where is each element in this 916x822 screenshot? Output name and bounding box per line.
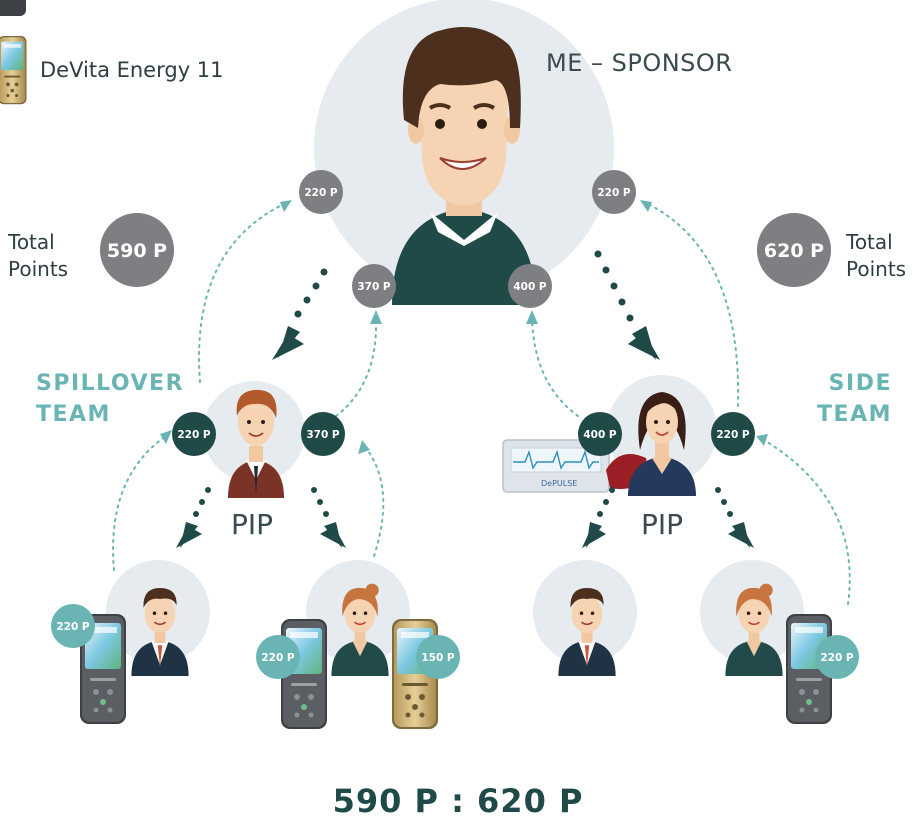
upline-arrowheads: [160, 200, 768, 454]
right-total-label-line2: Points: [846, 257, 907, 281]
badge-label: 150 P: [421, 652, 455, 664]
badge-label: 400 P: [513, 281, 547, 293]
badge-label: 220 P: [56, 621, 90, 633]
badge-label: 220 P: [261, 652, 295, 664]
badge-label: 220 P: [716, 429, 750, 441]
connector-leaf-2: [365, 447, 385, 557]
sponsor-label: ME – SPONSOR: [546, 49, 733, 77]
side-team-line1: SIDE: [828, 371, 892, 396]
legend-device-top: [0, 0, 26, 16]
connector-spillover-left: [198, 203, 285, 383]
connector-side-left: [531, 317, 579, 417]
badge-label: 220 P: [820, 652, 854, 664]
spillover-team-line2: TEAM: [36, 402, 111, 427]
connector-leaf-4: [763, 439, 851, 605]
badge-leaf-2b: 150 P: [416, 635, 460, 679]
pip-right-avatar: [628, 392, 696, 496]
badge-pip-right-a: 400 P: [578, 412, 622, 456]
pip-left-label: PIP: [231, 508, 274, 541]
left-total-label-line2: Points: [8, 257, 69, 281]
badge-sponsor-left-top: 220 P: [299, 170, 343, 214]
badge-pip-left-a: 220 P: [172, 412, 216, 456]
legend-label: DeVita Energy 11: [40, 58, 224, 82]
badge-sponsor-right-top: 220 P: [592, 170, 636, 214]
badge-pip-right-b: 220 P: [711, 412, 755, 456]
points-ratio: 590 P : 620 P: [332, 782, 584, 820]
badge-leaf-2a: 220 P: [256, 635, 300, 679]
badge-label: 400 P: [583, 429, 617, 441]
badge-label: 370 P: [306, 429, 340, 441]
right-total-label: Total Points: [846, 229, 906, 283]
connector-side-right: [647, 203, 740, 407]
badge-pip-left-b: 370 P: [301, 412, 345, 456]
badge-leaf-1: 220 P: [51, 604, 95, 648]
connector-spillover-right: [335, 317, 378, 417]
pip-left-avatar: [228, 389, 284, 498]
right-total-value: 620 P: [764, 240, 824, 262]
right-total-badge: 620 P: [757, 213, 831, 287]
badge-sponsor-left-bottom: 370 P: [352, 264, 396, 308]
badge-label: 370 P: [357, 281, 391, 293]
spillover-team-label: SPILLOVER TEAM: [36, 368, 206, 430]
badge-leaf-4: 220 P: [815, 635, 859, 679]
sponsor-avatar: [392, 27, 536, 305]
badge-label: 220 P: [177, 429, 211, 441]
depulse-panel-label: DePULSE: [541, 479, 577, 488]
badge-sponsor-right-bottom: 400 P: [508, 264, 552, 308]
downline-arrows: [176, 250, 754, 548]
upline-connectors: [112, 203, 851, 605]
side-team-line2: TEAM: [817, 402, 892, 427]
badge-label: 220 P: [597, 187, 631, 199]
connector-leaf-1: [112, 435, 167, 571]
depulse-panel: DePULSE: [502, 439, 650, 493]
badge-label: 220 P: [304, 187, 338, 199]
left-total-label: Total Points: [8, 229, 68, 283]
left-total-badge: 590 P: [100, 213, 174, 287]
legend-device: [0, 36, 27, 105]
pip-right-label: PIP: [641, 508, 684, 541]
spillover-team-line1: SPILLOVER: [36, 371, 185, 396]
right-total-label-line1: Total: [846, 230, 893, 254]
side-team-label: SIDE TEAM: [760, 368, 892, 430]
left-total-value: 590 P: [107, 240, 167, 262]
left-total-label-line1: Total: [8, 230, 55, 254]
